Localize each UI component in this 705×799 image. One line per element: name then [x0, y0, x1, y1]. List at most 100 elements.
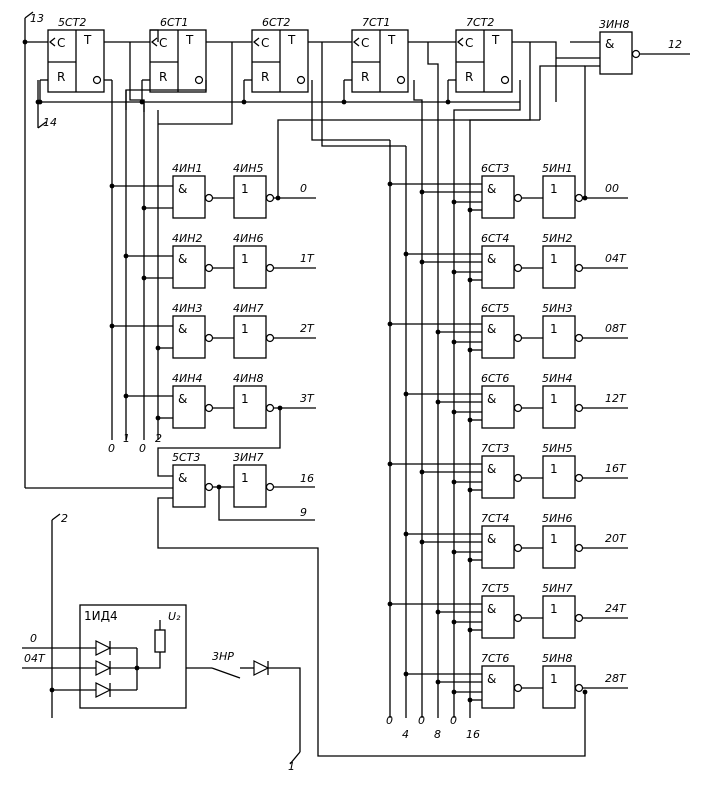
gate-5ct3-label: 5СТ3 [172, 451, 200, 464]
right-and-bubble [513, 193, 523, 203]
right-inverter-symbol: 1 [550, 252, 558, 266]
wire [413, 80, 423, 152]
wire [453, 80, 521, 164]
right-output-label: 04Т [605, 252, 627, 265]
right-inverter-label: 5ИН6 [542, 512, 573, 525]
counter-inverted-output [92, 75, 102, 85]
junction-dot [419, 469, 425, 475]
left-bus-label: 1 [123, 432, 130, 445]
right-inverter-gate [542, 175, 576, 219]
right-output-label: 28Т [605, 672, 627, 685]
right-inverter-bubble [574, 683, 584, 693]
counter-inverted-output [500, 75, 510, 85]
right-inverter-gate [542, 385, 576, 429]
right-output-label: 08Т [605, 322, 627, 335]
wire [311, 80, 390, 141]
right-and-symbol: & [487, 252, 496, 266]
wire [321, 42, 406, 147]
counter-label: 6СТ1 [160, 16, 188, 29]
right-inverter-label: 5ИН2 [542, 232, 573, 245]
counter-inverted-output [296, 75, 306, 85]
clock-edge-marker [150, 37, 158, 47]
left-inverter-gate [233, 245, 267, 289]
diode-input-04t: 04Т [24, 652, 46, 665]
left-inverter-gate [233, 175, 267, 219]
counter-label: 5СТ2 [58, 16, 86, 29]
junction-dot [467, 487, 473, 493]
gate-3in7-label: 3ИН7 [233, 451, 264, 464]
left-inverter-bubble [265, 333, 275, 343]
junction-dot [467, 627, 473, 633]
counter-inverted-output [396, 75, 406, 85]
clock-edge-marker [48, 37, 56, 47]
counter-pin-c: С [57, 36, 65, 50]
signal-14-label: 14 [43, 116, 57, 129]
right-bus-label: 4 [402, 728, 409, 741]
counter-pin-r: R [57, 70, 65, 84]
right-inverter-gate [542, 245, 576, 289]
junction-dot [109, 323, 115, 329]
left-and-symbol: & [178, 252, 187, 266]
left-and-inverter-bubble [204, 333, 214, 343]
relay-label: 3НР [212, 650, 234, 663]
gate-3in8 [599, 31, 633, 75]
left-and-gate [172, 175, 206, 219]
left-output-label: 3Т [300, 392, 315, 405]
junction-dot [241, 99, 247, 105]
right-and-label: 6СТ6 [481, 372, 509, 385]
gate-3in7 [233, 464, 267, 508]
right-bus-label: 0 [418, 714, 425, 727]
junction-dot [451, 479, 457, 485]
junction-dot [387, 461, 393, 467]
right-inverter-label: 5ИН5 [542, 442, 573, 455]
junction-dot [403, 531, 409, 537]
junction-dot [123, 253, 129, 259]
right-inverter-gate [542, 595, 576, 639]
counter-pin-t: Т [387, 33, 396, 47]
diode-1 [22, 640, 137, 656]
right-and-symbol: & [487, 672, 496, 686]
right-inverter-bubble [574, 403, 584, 413]
right-and-symbol: & [487, 392, 496, 406]
left-and-symbol: & [178, 322, 187, 336]
counter-inverted-output [194, 75, 204, 85]
junction-dot [451, 689, 457, 695]
left-and-gate [172, 315, 206, 359]
junction-dot [419, 539, 425, 545]
right-bus-label: 8 [434, 728, 441, 741]
right-inverter-bubble [574, 263, 584, 273]
counter-pin-t: Т [185, 33, 194, 47]
junction-dot [435, 609, 441, 615]
counter-label: 7СТ2 [466, 16, 494, 29]
right-and-label: 7СТ3 [481, 442, 509, 455]
right-inverter-label: 5ИН3 [542, 302, 573, 315]
junction-dot [141, 205, 147, 211]
right-and-bubble [513, 403, 523, 413]
counter-label: 6СТ2 [262, 16, 290, 29]
right-and-symbol: & [487, 532, 496, 546]
right-and-symbol: & [487, 182, 496, 196]
left-bus-label: 0 [108, 442, 115, 455]
signal-9-label: 9 [300, 506, 307, 519]
left-bus-label: 2 [155, 432, 162, 445]
left-inverter-symbol: 1 [241, 182, 249, 196]
right-and-symbol: & [487, 322, 496, 336]
junction-dot [155, 345, 161, 351]
right-inverter-bubble [574, 473, 584, 483]
junction-dot [387, 601, 393, 607]
diode-2 [22, 660, 137, 676]
left-and-symbol: & [178, 182, 187, 196]
counter-pin-r: R [261, 70, 269, 84]
junction-dot [277, 405, 283, 411]
clock-edge-marker [252, 37, 260, 47]
right-output-label: 20Т [605, 532, 627, 545]
counter-pin-c: С [361, 36, 369, 50]
junction-dot [109, 183, 115, 189]
counter-pin-c: С [159, 36, 167, 50]
right-and-symbol: & [487, 462, 496, 476]
right-and-bubble [513, 333, 523, 343]
left-inverter-bubble [265, 193, 275, 203]
left-inverter-symbol: 1 [241, 252, 249, 266]
left-output-label: 2Т [300, 322, 315, 335]
left-and-inverter-bubble [204, 263, 214, 273]
